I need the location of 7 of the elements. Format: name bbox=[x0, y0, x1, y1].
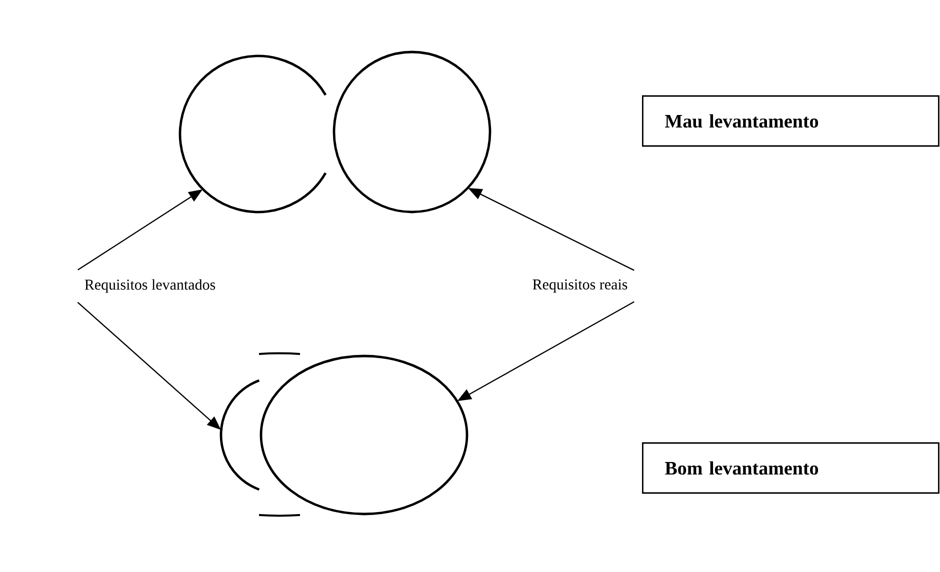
requirement-label: Requisitos reais bbox=[532, 279, 628, 293]
circle bbox=[332, 50, 492, 214]
title-box: Mau levantamento bbox=[642, 95, 940, 147]
requirement-label: Requisitos levantados bbox=[84, 279, 216, 293]
arc bbox=[220, 352, 300, 517]
title-box: Bom levantamento bbox=[642, 442, 940, 494]
circle bbox=[260, 354, 468, 516]
